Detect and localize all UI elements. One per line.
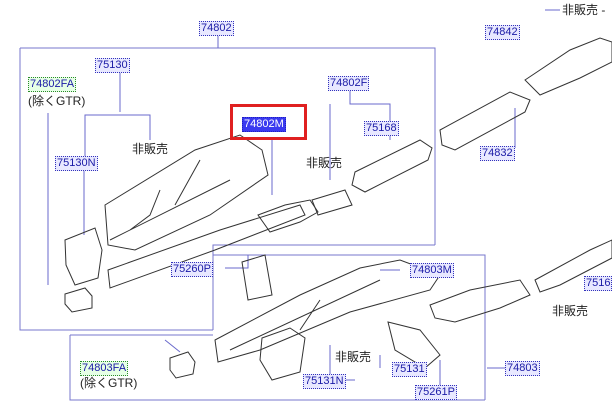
bracket-75131n [259,327,306,381]
member-74803m [214,259,441,363]
part-label-75130[interactable]: 75130 [95,58,130,73]
part-label-7516x[interactable]: 7516 [584,276,612,291]
note-not-for-sale-3: 非販売 [335,350,372,364]
part-label-74832[interactable]: 74832 [480,146,515,161]
part-label-75131n[interactable]: 75131N [303,374,346,389]
part-label-75260p[interactable]: 75260P [171,262,213,277]
piece-not-for-sale [311,189,353,216]
part-label-75261p[interactable]: 75261P [415,385,457,400]
member-lower-rail [107,204,306,289]
note-except-gtr-2: (除くGTR) [80,376,138,390]
selected-part-highlight [230,104,307,140]
bracket-74802m [257,199,319,233]
part-label-74802m[interactable]: 74802M [242,117,286,132]
part-label-75131[interactable]: 75131 [392,362,427,377]
part-label-75168[interactable]: 75168 [364,121,399,136]
plate-75261p [387,321,441,369]
member-74803m-detail [229,279,381,351]
frame-74803-right [228,254,486,400]
note-not-for-sale-4: 非販売 [552,304,589,318]
bracket-75130n [64,227,103,286]
part-label-74803[interactable]: 74803 [505,361,540,376]
frame-74803-bottom [69,335,485,401]
rail-74832 [439,91,531,151]
part-label-75130n[interactable]: 75130N [55,156,98,171]
note-not-for-sale-top: 非販売 - [562,3,606,17]
frame-74802-left [19,48,213,331]
part-74842 [524,37,612,96]
block-74803fa [169,351,196,379]
frame-74802-top [20,47,436,245]
member-75130 [104,134,269,251]
part-label-74842[interactable]: 74842 [485,25,520,40]
part-label-74803m[interactable]: 74803M [410,263,454,278]
note-not-for-sale-2: 非販売 [306,156,343,170]
frame-74802-join [212,244,228,330]
bracket-right [429,279,531,323]
rail-7516x [534,239,612,293]
block-74802fa [64,287,93,313]
reinforcement-75168 [351,139,433,193]
part-label-74802f[interactable]: 74802F [328,76,370,91]
part-drawings [64,37,612,381]
part-label-74802fa[interactable]: 74802FA [28,77,77,92]
group-frames [19,47,486,401]
leader-lines [47,9,560,392]
member-75130-detail [109,159,231,241]
plate-75260p [241,254,273,301]
part-label-74802[interactable]: 74802 [199,21,234,36]
note-not-for-sale-1: 非販売 [132,142,169,156]
note-except-gtr-1: (除くGTR) [28,94,86,108]
part-label-74803fa[interactable]: 74803FA [80,361,129,376]
